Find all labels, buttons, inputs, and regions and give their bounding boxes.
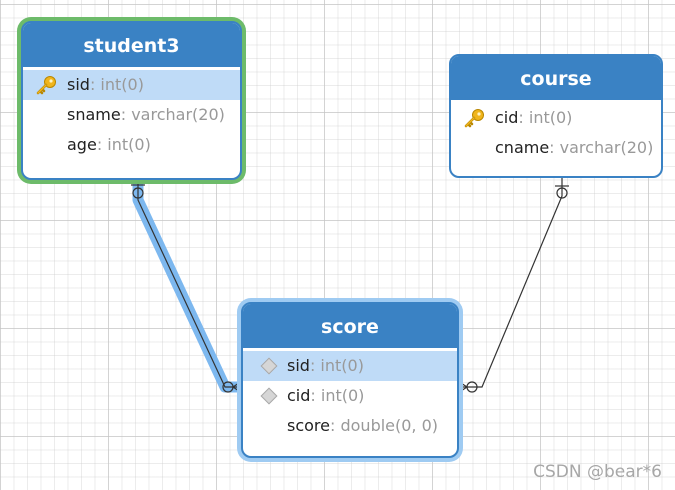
field-type: : int(0) (518, 108, 573, 127)
field-row-cid[interactable]: cid: int(0) (243, 381, 457, 411)
key-icon (464, 109, 484, 128)
entity-score[interactable]: score sid: int(0) cid: int(0) score: dou… (241, 302, 459, 458)
link-line (457, 178, 563, 388)
field-name: age (67, 135, 97, 154)
zero-mark (556, 187, 568, 199)
key-icon (36, 76, 56, 95)
field-type: : varchar(20) (549, 138, 654, 157)
entity-student3[interactable]: student3 sid: int(0) sname: varchar(20) … (21, 21, 242, 180)
field-name: cname (495, 138, 550, 157)
field-row-sid[interactable]: sid: int(0) (23, 70, 240, 100)
field-row-sname[interactable]: sname: varchar(20) (23, 100, 240, 130)
field-row-age[interactable]: age: int(0) (23, 130, 240, 160)
field-type: : int(0) (309, 356, 364, 375)
crowfoot-mark (232, 380, 243, 394)
entity-title: course (451, 56, 661, 100)
field-name: cid (287, 386, 311, 405)
field-type: : varchar(20) (120, 105, 225, 124)
link-student-score[interactable] (131, 176, 249, 394)
field-row-cid[interactable]: cid: int(0) (451, 103, 661, 133)
crowfoot-mark (457, 380, 468, 394)
field-name: sname (67, 105, 121, 124)
entity-title: student3 (23, 23, 240, 67)
entity-fields: sid: int(0) cid: int(0) score: double(0,… (243, 348, 457, 451)
field-row-cname[interactable]: cname: varchar(20) (451, 133, 661, 163)
field-name: sid (67, 75, 90, 94)
watermark: CSDN @bear*6 (533, 462, 662, 482)
link-highlight (132, 176, 249, 393)
field-type: : int(0) (89, 75, 144, 94)
entity-fields: cid: int(0) cname: varchar(20) (451, 100, 661, 173)
field-row-score[interactable]: score: double(0, 0) (243, 411, 457, 441)
zero-mark (132, 187, 144, 199)
field-name: cid (495, 108, 519, 127)
entity-title: score (243, 304, 457, 348)
link-line (137, 182, 243, 388)
link-course-score[interactable] (457, 178, 569, 394)
field-type: : int(0) (96, 135, 151, 154)
diamond-icon (260, 357, 278, 375)
diamond-icon (260, 387, 278, 405)
field-name: sid (287, 356, 310, 375)
entity-course[interactable]: course cid: int(0) cname: varchar(20) (449, 54, 663, 178)
entity-fields: sid: int(0) sname: varchar(20) age: int(… (23, 67, 240, 170)
field-type: : double(0, 0) (330, 416, 439, 435)
field-name: score (287, 416, 330, 435)
field-row-sid[interactable]: sid: int(0) (243, 351, 457, 381)
field-type: : int(0) (310, 386, 365, 405)
